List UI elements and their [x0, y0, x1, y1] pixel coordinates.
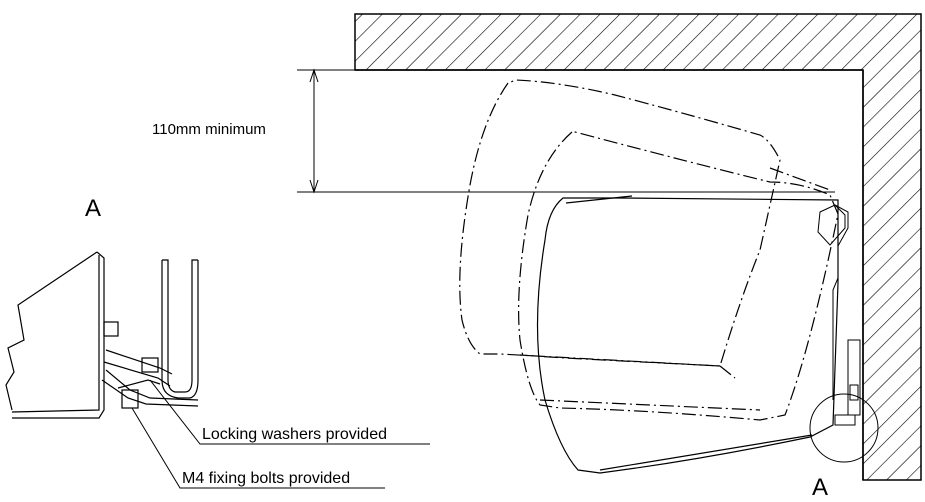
detail-label-bottom: A [812, 474, 828, 501]
dimension-110mm [297, 68, 835, 194]
detail-a-drawing [5, 251, 199, 419]
detail-circle-a [809, 393, 879, 463]
unit-position-tilted-1 [518, 131, 839, 421]
bolts-label: M4 fixing bolts provided [182, 470, 350, 487]
wall-ceiling [354, 13, 922, 481]
washers-label: Locking washers provided [202, 426, 387, 443]
dimension-label: 110mm minimum [152, 121, 266, 138]
callout-leaders [131, 379, 430, 489]
wall-bracket [817, 204, 861, 426]
detail-label-top: A [85, 195, 101, 222]
unit-position-installed [536, 195, 839, 474]
unit-position-tilted-2 [459, 79, 831, 411]
